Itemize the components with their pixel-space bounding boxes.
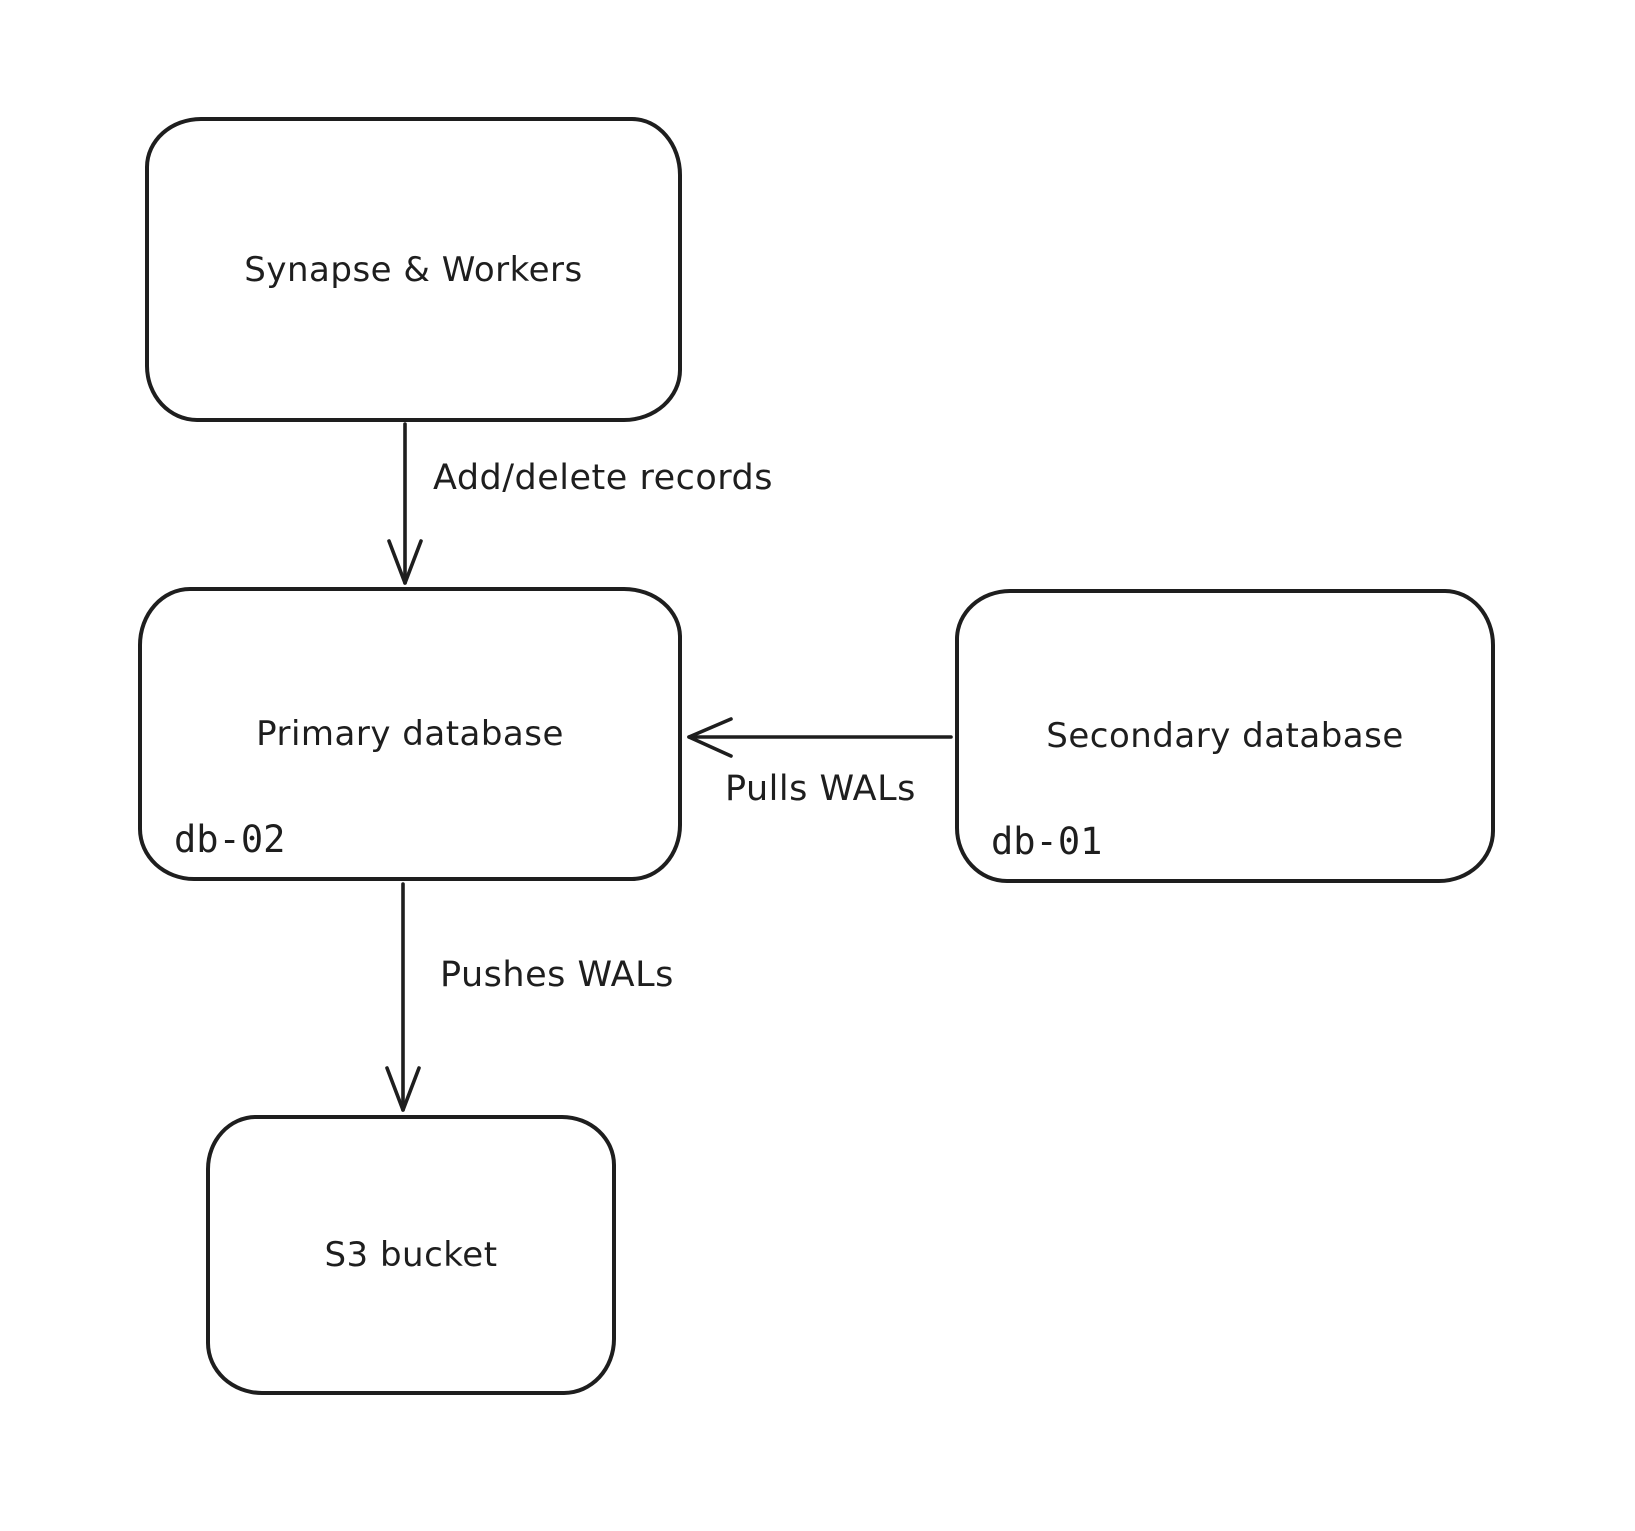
edge-pulls-wals[interactable] — [687, 717, 953, 758]
node-s3-bucket[interactable]: S3 bucket — [206, 1115, 616, 1395]
node-secondary-database-label: Secondary database — [1046, 716, 1404, 756]
edge-pushes-wals-arrowhead-icon — [385, 1066, 421, 1112]
edge-label-pushes-wals[interactable]: Pushes WALs — [440, 955, 674, 995]
edge-add-delete-records[interactable] — [387, 422, 423, 585]
node-synapse-workers-label: Synapse & Workers — [244, 249, 583, 290]
node-synapse-workers[interactable]: Synapse & Workers — [145, 117, 682, 422]
node-primary-database-label: Primary database — [256, 714, 564, 754]
node-primary-database[interactable]: Primary database db-02 — [138, 587, 682, 881]
edge-label-add-delete-records[interactable]: Add/delete records — [433, 458, 773, 498]
node-secondary-database-tag: db-01 — [991, 820, 1103, 863]
edge-label-pulls-wals[interactable]: Pulls WALs — [725, 769, 916, 809]
edge-pulls-wals-arrowhead-icon — [687, 717, 733, 758]
edge-add-delete-records-arrowhead-icon — [387, 539, 423, 585]
node-s3-bucket-label: S3 bucket — [324, 1235, 498, 1275]
edge-pushes-wals[interactable] — [385, 882, 421, 1112]
node-secondary-database[interactable]: Secondary database db-01 — [955, 589, 1495, 883]
node-primary-database-tag: db-02 — [174, 818, 286, 861]
